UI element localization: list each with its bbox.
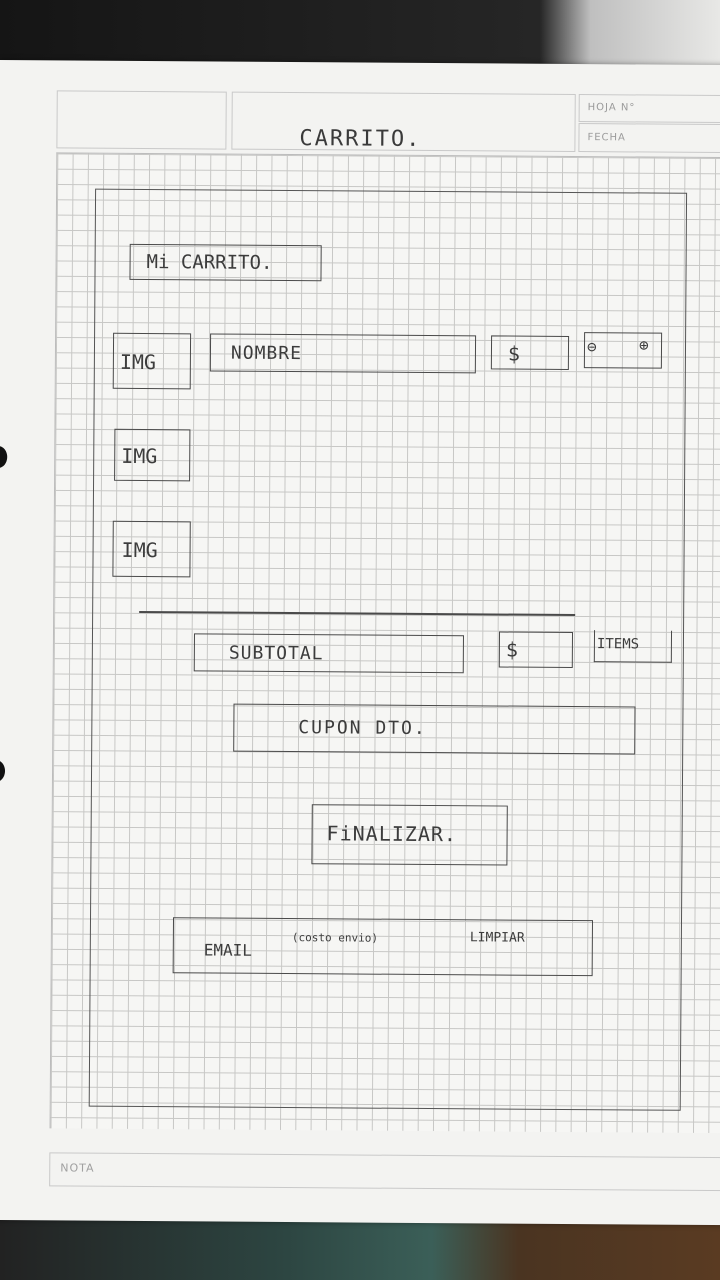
item-image-label: IMG (121, 443, 158, 469)
item-image-placeholder: IMG (112, 520, 191, 578)
item-price-label: $ (507, 341, 521, 366)
item-image-placeholder: IMG (114, 428, 191, 482)
finish-button[interactable]: FiNALIZAR. (311, 804, 508, 866)
hoja-cell: HOJA N° (578, 94, 720, 124)
cart-heading-box: Mi CARRITO. (129, 243, 322, 282)
fecha-cell: FECHA (578, 123, 720, 154)
item-image-label: IMG (119, 349, 157, 375)
clear-button[interactable]: LIMPIAR (469, 930, 525, 946)
item-name-label: NOMBRE (230, 342, 303, 365)
item-name-field: NOMBRE (209, 333, 477, 374)
decrement-icon[interactable]: ⊖ (586, 337, 597, 357)
binder-hole (0, 759, 6, 783)
nota-box: NOTA (49, 1152, 720, 1192)
hoja-label: HOJA N° (587, 102, 636, 114)
desk-background-top (0, 0, 720, 70)
cart-heading: Mi CARRITO. (146, 251, 273, 274)
binder-hole (0, 445, 8, 469)
item-price-field: $ (490, 335, 570, 370)
email-field[interactable]: EMAIL (costo envio) LIMPIAR (172, 917, 594, 977)
subtotal-label: SUBTOTAL (228, 642, 324, 665)
subtotal-price-field: $ (498, 631, 574, 669)
coupon-input[interactable]: CUPON DTO. (233, 703, 636, 755)
item-image-placeholder: IMG (112, 332, 192, 390)
quantity-stepper[interactable]: ⊖ ⊕ (583, 332, 663, 369)
items-count-field: ITEMS (593, 630, 673, 663)
header-cell-left (56, 90, 227, 150)
sheet-title: CARRITO. (299, 126, 422, 152)
item-image-label: IMG (121, 537, 158, 563)
email-note: (costo envio) (291, 931, 379, 945)
coupon-label: CUPON DTO. (298, 717, 427, 739)
finish-label: FiNALIZAR. (326, 821, 458, 847)
graph-paper-sheet: CARRITO. HOJA N° FECHA Mi CARRITO. IMG N… (0, 60, 720, 1226)
subtotal-field: SUBTOTAL (193, 633, 464, 674)
increment-icon[interactable]: ⊕ (638, 335, 649, 355)
subtotal-price-label: $ (505, 637, 519, 662)
nota-label: NOTA (60, 1161, 95, 1175)
items-count-label: ITEMS (596, 636, 640, 653)
email-label: EMAIL (203, 940, 253, 960)
fecha-label: FECHA (587, 132, 626, 144)
